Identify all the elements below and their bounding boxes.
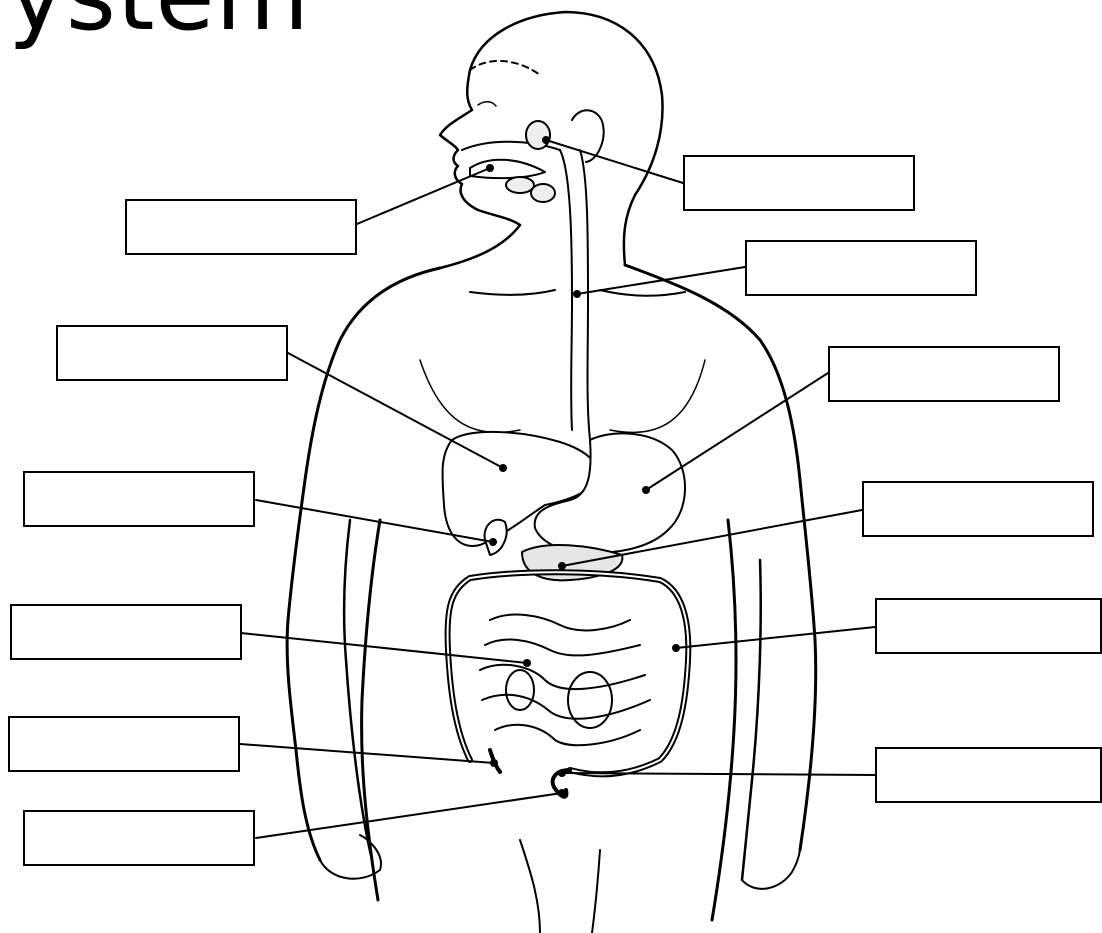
collarbone-right — [600, 290, 685, 296]
tongue — [470, 160, 545, 178]
dot-pancreas — [558, 562, 566, 570]
collarbone-left — [470, 290, 555, 295]
label-box-anus[interactable] — [23, 810, 255, 866]
left-arm-inner — [344, 520, 372, 860]
label-box-liver[interactable] — [56, 325, 288, 381]
leader-esophagus — [577, 267, 745, 294]
label-box-mouth[interactable] — [125, 199, 357, 255]
coil-loop-1 — [506, 670, 534, 710]
groin-left — [520, 840, 540, 933]
label-box-appendix[interactable] — [8, 716, 240, 772]
hairline — [470, 61, 540, 75]
coil-1 — [490, 615, 630, 631]
organs — [442, 121, 688, 797]
coil-loop-2 — [568, 672, 612, 728]
small-intestine-coils — [480, 615, 650, 746]
neck-front — [440, 225, 520, 268]
coil-2 — [485, 640, 640, 656]
dot-appendix — [490, 759, 498, 767]
label-box-rectum[interactable] — [875, 747, 1102, 803]
dot-salivary — [542, 136, 550, 144]
sublingual-gland — [506, 177, 534, 193]
label-box-small-intestine[interactable] — [10, 604, 242, 660]
submandibular-gland — [531, 184, 555, 202]
head-outline — [470, 12, 663, 265]
label-box-gallbladder[interactable] — [23, 471, 255, 527]
dot-anus — [558, 789, 566, 797]
leader-liver — [288, 353, 503, 468]
right-hand — [742, 850, 800, 889]
right-arm-inner — [742, 560, 761, 880]
face-profile — [440, 70, 520, 225]
eye — [478, 102, 496, 106]
label-box-large-intestine[interactable] — [875, 598, 1102, 654]
label-box-salivary-glands[interactable] — [683, 155, 915, 211]
leader-large-intestine — [676, 627, 875, 648]
dot-mouth — [486, 164, 494, 172]
groin-right — [592, 850, 600, 933]
label-box-esophagus[interactable] — [745, 240, 977, 296]
ear — [572, 110, 604, 162]
leader-small-intestine — [241, 633, 527, 663]
coil-5 — [495, 725, 640, 745]
dot-large-intestine — [672, 644, 680, 652]
gallbladder-shape — [485, 520, 507, 555]
label-box-pancreas[interactable] — [862, 481, 1094, 537]
torso-right — [712, 520, 736, 920]
pectoral-right — [610, 360, 705, 432]
leader-mouth — [357, 168, 490, 224]
coil-3 — [480, 665, 645, 689]
dot-rectum — [558, 769, 566, 777]
dot-esophagus — [573, 290, 581, 298]
dot-gallbladder — [489, 538, 497, 546]
parotid-gland — [526, 121, 550, 149]
pectoral-left — [420, 360, 520, 432]
dot-small-intestine — [523, 659, 531, 667]
label-box-stomach[interactable] — [828, 346, 1060, 402]
leader-appendix — [240, 744, 494, 763]
dot-liver — [499, 464, 507, 472]
dot-stomach — [642, 486, 650, 494]
